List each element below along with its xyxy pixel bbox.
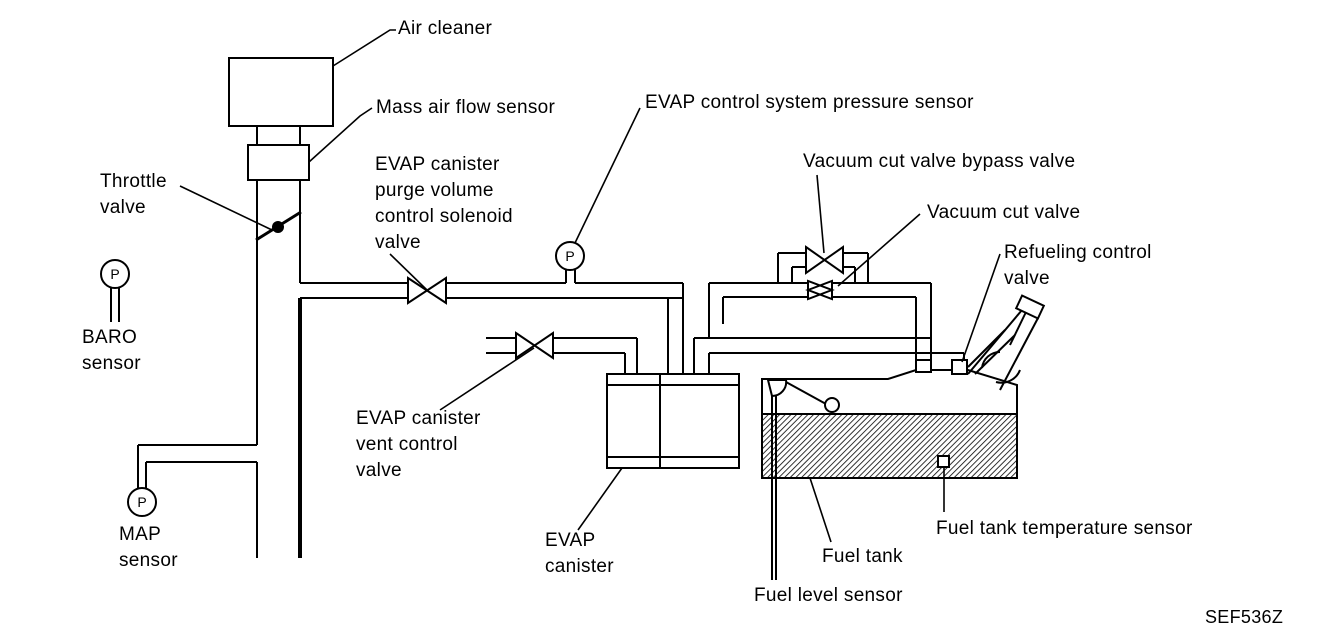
leader-purge xyxy=(389,253,429,292)
fuel-in-tank xyxy=(762,414,1017,478)
label-vacuum-cut-valve: Vacuum cut valve xyxy=(927,202,1081,223)
label-evap-pressure-sensor: EVAP control system pressure sensor xyxy=(645,92,974,113)
baro-sensor-p: P xyxy=(110,266,119,282)
leader-maf xyxy=(308,107,373,163)
label-fuel-tank-temp-sensor: Fuel tank temperature sensor xyxy=(936,518,1193,539)
throttle-pivot xyxy=(272,221,284,233)
label-fuel-level-sensor: Fuel level sensor xyxy=(754,585,903,606)
label-mass-air-flow-sensor: Mass air flow sensor xyxy=(376,97,556,118)
leader-air-cleaner xyxy=(332,29,396,67)
map-sensor-symbol xyxy=(127,487,157,517)
map-sensor-p: P xyxy=(137,494,146,510)
evap-pressure-sensor-symbol xyxy=(555,241,585,271)
leader-bypass xyxy=(816,174,825,254)
filler-cap xyxy=(1014,294,1046,320)
baro-sensor-symbol xyxy=(100,259,130,289)
label-air-cleaner: Air cleaner xyxy=(398,18,493,39)
vacuum-cut-bypass-valve-symbol xyxy=(805,245,844,275)
air-cleaner-box xyxy=(228,57,334,127)
label-fuel-tank: Fuel tank xyxy=(822,546,903,567)
fuel-tank-temperature-sensor xyxy=(937,455,950,468)
vent-valve-symbol xyxy=(515,331,554,360)
leader-fuel-tank xyxy=(809,477,832,543)
pressure-sensor-p: P xyxy=(565,248,574,264)
evap-canister-body xyxy=(606,373,740,469)
leader-vent xyxy=(439,347,535,411)
label-vacuum-cut-bypass-valve: Vacuum cut valve bypass valve xyxy=(803,151,1076,172)
figure-code: SEF536Z xyxy=(1205,607,1284,627)
leader-canister xyxy=(577,467,623,531)
leader-throttle xyxy=(179,185,273,231)
leader-pressure xyxy=(574,107,641,244)
leader-vacuum-cut xyxy=(837,213,921,287)
leader-refueling xyxy=(961,253,1001,363)
vacuum-cut-port xyxy=(915,359,932,373)
mass-air-flow-sensor xyxy=(247,144,310,181)
refueling-control-valve-box xyxy=(951,359,968,375)
